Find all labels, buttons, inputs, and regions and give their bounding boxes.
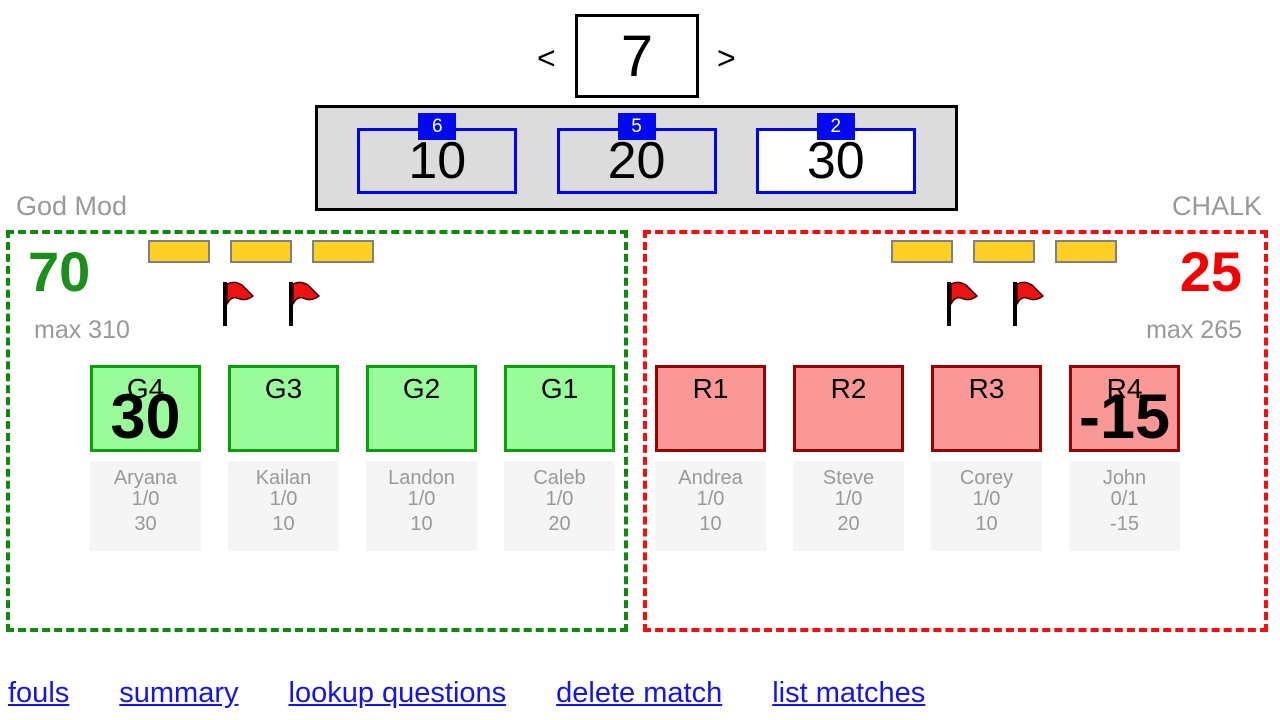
player-name: Kailan — [255, 467, 312, 489]
player-cell: G4 30 Aryana 1/0 30 — [90, 365, 201, 551]
player-ratio: 0/1 — [1110, 488, 1139, 510]
flag-icon — [947, 281, 978, 326]
list-matches-link[interactable]: list matches — [772, 677, 926, 709]
flag-icon — [1013, 281, 1044, 326]
bonus-bar-icon — [1055, 240, 1117, 263]
player-name: Caleb — [533, 467, 586, 489]
player-slot-r3[interactable]: R3 — [931, 365, 1042, 452]
player-points: 30 — [134, 513, 157, 535]
player-slot-g2[interactable]: G2 — [366, 365, 477, 452]
player-stat-card: Steve 1/0 20 — [793, 461, 904, 551]
player-name: Steve — [822, 467, 875, 489]
question-number-box[interactable]: 7 — [575, 14, 699, 98]
bonus-bars-left — [148, 240, 374, 263]
player-slot-r2[interactable]: R2 — [793, 365, 904, 452]
player-name: Landon — [388, 467, 455, 489]
player-stat-card: Kailan 1/0 10 — [228, 461, 339, 551]
bonus-bar-icon — [891, 240, 953, 263]
player-slot-g3[interactable]: G3 — [228, 365, 339, 452]
player-stat-card: Caleb 1/0 20 — [504, 461, 615, 551]
bonus-bar-icon — [148, 240, 210, 263]
team-score-left: 70 — [28, 240, 91, 303]
player-row-left: G4 30 Aryana 1/0 30 G3 Kailan 1/0 10 G2 … — [90, 365, 615, 551]
point-value: 30 — [806, 132, 865, 190]
team-max-score-right: max 265 — [1146, 316, 1242, 344]
player-stat-card: Corey 1/0 10 — [931, 461, 1042, 551]
player-row-right: R1 Andrea 1/0 10 R2 Steve 1/0 20 R3 Core… — [655, 365, 1180, 551]
point-count-badge: 2 — [816, 113, 855, 140]
player-cell: R4 -15 John 0/1 -15 — [1069, 365, 1180, 551]
player-name: Andrea — [678, 467, 743, 489]
point-value: 20 — [607, 132, 666, 190]
bonus-bar-icon — [973, 240, 1035, 263]
bonus-bars-right — [891, 240, 1117, 263]
point-count-badge: 6 — [418, 113, 457, 140]
point-count-badge: 5 — [617, 113, 656, 140]
foul-flags-right — [944, 280, 1046, 326]
player-ratio: 1/0 — [696, 488, 725, 510]
flag-icon — [223, 281, 254, 326]
team-panel-left: 70 max 310 G4 30 Aryana 1/0 30 G3 — [6, 230, 628, 632]
bonus-bar-icon — [312, 240, 374, 263]
team-max-score-left: max 310 — [34, 316, 130, 344]
team-panel-right: 25 max 265 R1 Andrea 1/0 10 R2 Steve — [643, 230, 1268, 632]
player-ratio: 1/0 — [407, 488, 436, 510]
point-value-panel: 6 10 5 20 2 30 — [315, 105, 958, 211]
player-stat-card: Landon 1/0 10 — [366, 461, 477, 551]
point-box-10[interactable]: 6 10 — [357, 113, 518, 194]
player-points: 10 — [272, 513, 295, 535]
player-name: John — [1102, 467, 1147, 489]
player-points: 20 — [548, 513, 571, 535]
team-name-right: CHALK — [1171, 191, 1262, 221]
player-points: 20 — [837, 513, 860, 535]
lookup-questions-link[interactable]: lookup questions — [288, 677, 507, 709]
foul-flags-left — [220, 280, 322, 326]
bonus-bar-icon — [230, 240, 292, 263]
player-ratio: 1/0 — [834, 488, 863, 510]
player-points: 10 — [699, 513, 722, 535]
player-points: 10 — [975, 513, 998, 535]
team-name-left: God Mod — [16, 191, 128, 221]
player-ratio: 1/0 — [269, 488, 298, 510]
point-box-20[interactable]: 5 20 — [556, 113, 717, 194]
player-stat-card: John 0/1 -15 — [1069, 461, 1180, 551]
player-points: -15 — [1110, 513, 1139, 535]
question-number: 7 — [620, 23, 654, 89]
player-ratio: 1/0 — [131, 488, 160, 510]
player-slot-r1[interactable]: R1 — [655, 365, 766, 452]
player-stat-card: Aryana 1/0 30 — [90, 461, 201, 551]
player-cell: G2 Landon 1/0 10 — [366, 365, 477, 551]
point-box-30[interactable]: 2 30 — [755, 113, 916, 194]
question-prev-button[interactable]: < — [537, 40, 556, 76]
player-cell: R2 Steve 1/0 20 — [793, 365, 904, 551]
player-ratio: 1/0 — [545, 488, 574, 510]
player-ratio: 1/0 — [972, 488, 1001, 510]
summary-link[interactable]: summary — [119, 677, 239, 709]
player-stat-card: Andrea 1/0 10 — [655, 461, 766, 551]
player-points: 10 — [410, 513, 433, 535]
bottom-link-bar: fouls summary lookup questions delete ma… — [8, 677, 925, 710]
question-next-button[interactable]: > — [717, 40, 736, 76]
player-cell: G1 Caleb 1/0 20 — [504, 365, 615, 551]
player-cell: R1 Andrea 1/0 10 — [655, 365, 766, 551]
player-slot-r4[interactable]: R4 — [1069, 365, 1180, 452]
delete-match-link[interactable]: delete match — [556, 677, 723, 709]
point-value: 10 — [408, 132, 467, 190]
player-slot-g1[interactable]: G1 — [504, 365, 615, 452]
team-score-right: 25 — [1179, 240, 1242, 303]
player-name: Aryana — [113, 467, 178, 489]
player-cell: R3 Corey 1/0 10 — [931, 365, 1042, 551]
player-cell: G3 Kailan 1/0 10 — [228, 365, 339, 551]
player-slot-g4[interactable]: G4 — [90, 365, 201, 452]
fouls-link[interactable]: fouls — [8, 677, 70, 709]
player-name: Corey — [959, 467, 1014, 489]
flag-icon — [289, 281, 320, 326]
